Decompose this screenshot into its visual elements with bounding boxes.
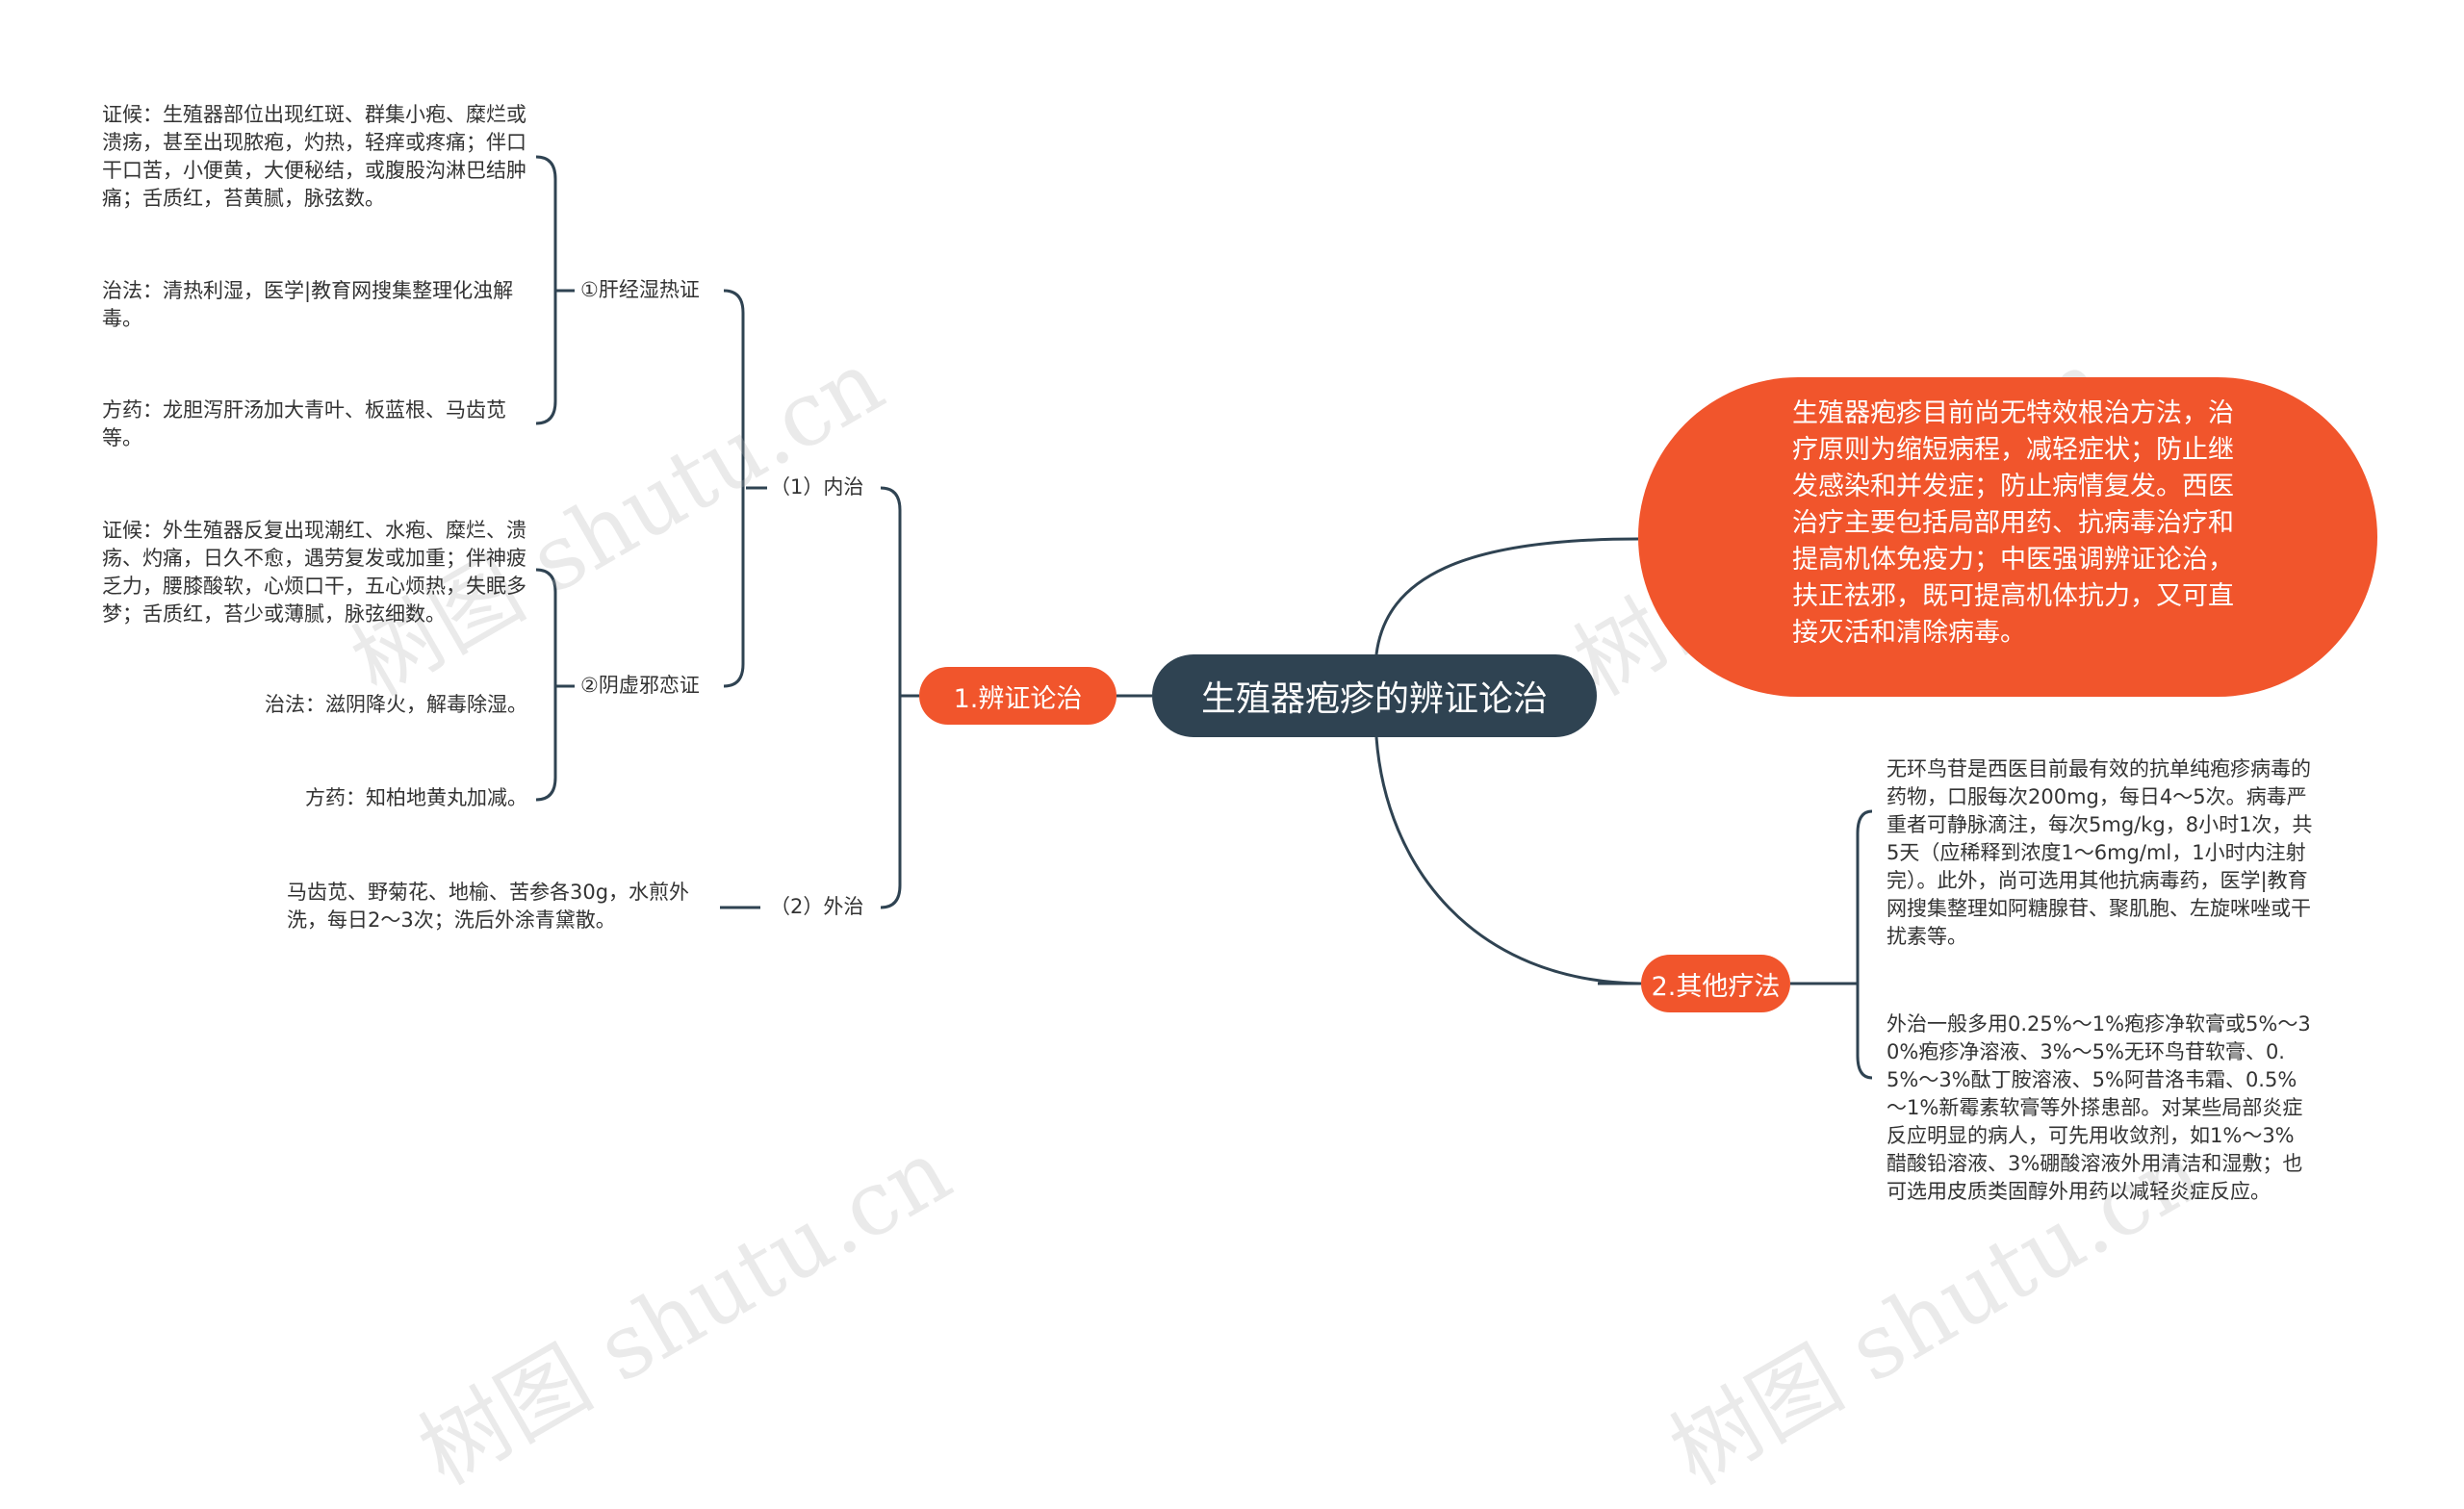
pattern1-symptoms: 证候：生殖器部位出现红斑、群集小疱、糜烂或溃疡，甚至出现脓疱，灼热，轻痒或疼痛；… [102, 103, 526, 210]
connector-lines [535, 155, 1873, 1080]
outer-treatment-text: 马齿苋、野菊花、地榆、苦参各30g，水煎外洗，每日2～3次；洗后外涂青黛散。 [287, 881, 690, 932]
branch2-node[interactable]: 2.其他疗法 [1641, 955, 1790, 1012]
root-node[interactable]: 生殖器疱疹的辨证论治 [1152, 654, 1597, 737]
branch2-text-external: 外治一般多用0.25%～1%疱疹净软膏或5%～30%疱疹净溶液、3%～5%无环鸟… [1886, 1012, 2311, 1203]
mind-map-canvas: 树图 shutu.cn 树图 shutu.cn 树图 shutu.cn 树图 s… [102, 103, 2377, 1505]
bracket-pattern2 [535, 568, 557, 802]
pattern2-node[interactable]: ②阴虚邪恋证 [580, 674, 700, 697]
branch1-node[interactable]: 1.辨证论治 [919, 667, 1116, 725]
pattern1-method: 治法：清热利湿，医学|教育网搜集整理化浊解毒。 [102, 279, 514, 330]
branch2-text-antiviral: 无环鸟苷是西医目前最有效的抗单纯疱疹病毒的药物，口服每次200mg，每日4～5次… [1886, 757, 2313, 948]
inner-treatment-node[interactable]: （1）内治 [770, 475, 864, 499]
link-root-branch2 [1374, 736, 1642, 985]
pattern2-symptoms: 证候：外生殖器反复出现潮红、水疱、糜烂、溃疡、灼痛，日久不愈，遇劳复发或加重；伴… [102, 519, 526, 626]
bracket-inner [723, 289, 745, 688]
bracket-branch2 [1856, 809, 1873, 1080]
link-root-intro [1374, 537, 1639, 655]
bracket-branch1 [880, 486, 902, 909]
pattern1-node[interactable]: ①肝经湿热证 [580, 278, 700, 301]
outer-treatment-node[interactable]: （2）外治 [770, 895, 864, 918]
pattern2-prescription: 方药：知柏地黄丸加减。 [305, 786, 527, 809]
branch1-label: 1.辨证论治 [953, 683, 1083, 714]
branch2-label: 2.其他疗法 [1651, 971, 1781, 1002]
bracket-pattern1 [535, 155, 557, 425]
pattern2-method: 治法：滋阴降火，解毒除湿。 [265, 693, 527, 716]
pattern1-prescription: 方药：龙胆泻肝汤加大青叶、板蓝根、马齿苋等。 [102, 398, 506, 449]
intro-node[interactable]: 生殖器疱疹目前尚无特效根治方法，治疗原则为缩短病程，减轻症状；防止继发感染和并发… [1638, 377, 2377, 697]
root-title: 生殖器疱疹的辨证论治 [1200, 679, 1548, 719]
intro-text: 生殖器疱疹目前尚无特效根治方法，治疗原则为缩短病程，减轻症状；防止继发感染和并发… [1792, 398, 2234, 648]
